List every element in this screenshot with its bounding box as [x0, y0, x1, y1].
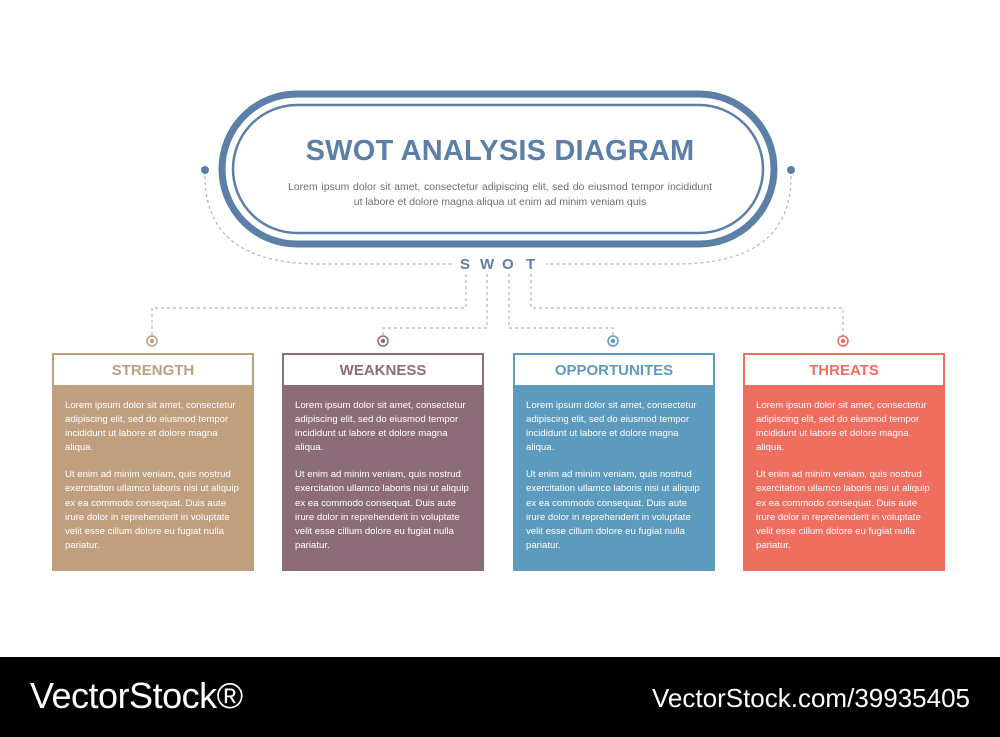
footer-image-id: VectorStock.com/39935405 [652, 683, 970, 713]
weakness-card-paragraph-2: Ut enim ad minim veniam, quis nostrud ex… [295, 469, 469, 551]
strength-card: STRENGTH Lorem ipsum dolor sit amet, con… [52, 353, 254, 571]
strength-connector [151, 274, 467, 336]
threats-card-title: THREATS [743, 353, 945, 387]
strength-card-paragraph-1: Lorem ipsum dolor sit amet, consectetur … [65, 400, 236, 454]
strength-node-dot [149, 338, 155, 344]
watermark-footer-bar: VectorStock® VectorStock.com/39935405 [0, 657, 1000, 737]
threats-node-dot [840, 338, 846, 344]
weakness-card-paragraph-1: Lorem ipsum dolor sit amet, consectetur … [295, 400, 466, 454]
weakness-card: WEAKNESS Lorem ipsum dolor sit amet, con… [282, 353, 484, 571]
footer-brand-logo: VectorStock® [30, 675, 243, 716]
weakness-node-dot [380, 338, 386, 344]
opportunities-node-dot [610, 338, 616, 344]
left-connector-dot [201, 166, 209, 174]
strength-card-paragraph-2: Ut enim ad minim veniam, quis nostrud ex… [65, 469, 239, 551]
opportunities-card-body: Lorem ipsum dolor sit amet, consectetur … [513, 387, 715, 571]
title-pill-inner [231, 103, 765, 235]
opportunities-card-paragraph-2: Ut enim ad minim veniam, quis nostrud ex… [526, 469, 700, 551]
threats-card-paragraph-1: Lorem ipsum dolor sit amet, consectetur … [756, 400, 927, 454]
diagram-subtitle: Lorem ipsum dolor sit amet, consectetur … [288, 181, 712, 208]
right-connector-dot [787, 166, 795, 174]
swot-diagram: SWOT ANALYSIS DIAGRAM Lorem ipsum dolor … [52, 90, 945, 571]
title-pill-outer [218, 90, 778, 248]
weakness-card-body: Lorem ipsum dolor sit amet, consectetur … [282, 387, 484, 571]
swot-letter-s: S [460, 256, 471, 273]
weakness-connector [382, 274, 488, 336]
threats-card-body: Lorem ipsum dolor sit amet, consectetur … [743, 387, 945, 571]
opportunities-card: OPPORTUNITES Lorem ipsum dolor sit amet,… [513, 353, 715, 571]
swot-letter-w: W [480, 256, 495, 273]
threats-connector [530, 274, 844, 336]
opportunities-connector [508, 274, 614, 336]
swot-letter-t: T [526, 256, 536, 273]
diagram-title: SWOT ANALYSIS DIAGRAM [305, 135, 695, 167]
opportunities-card-title: OPPORTUNITES [513, 353, 715, 387]
threats-card-paragraph-2: Ut enim ad minim veniam, quis nostrud ex… [756, 469, 930, 551]
swot-letter-o: O [502, 256, 514, 273]
opportunities-card-paragraph-1: Lorem ipsum dolor sit amet, consectetur … [526, 400, 697, 454]
diagram-graphics [146, 90, 849, 347]
strength-card-title: STRENGTH [52, 353, 254, 387]
threats-card: THREATS Lorem ipsum dolor sit amet, cons… [743, 353, 945, 571]
weakness-card-title: WEAKNESS [282, 353, 484, 387]
strength-card-body: Lorem ipsum dolor sit amet, consectetur … [52, 387, 254, 571]
